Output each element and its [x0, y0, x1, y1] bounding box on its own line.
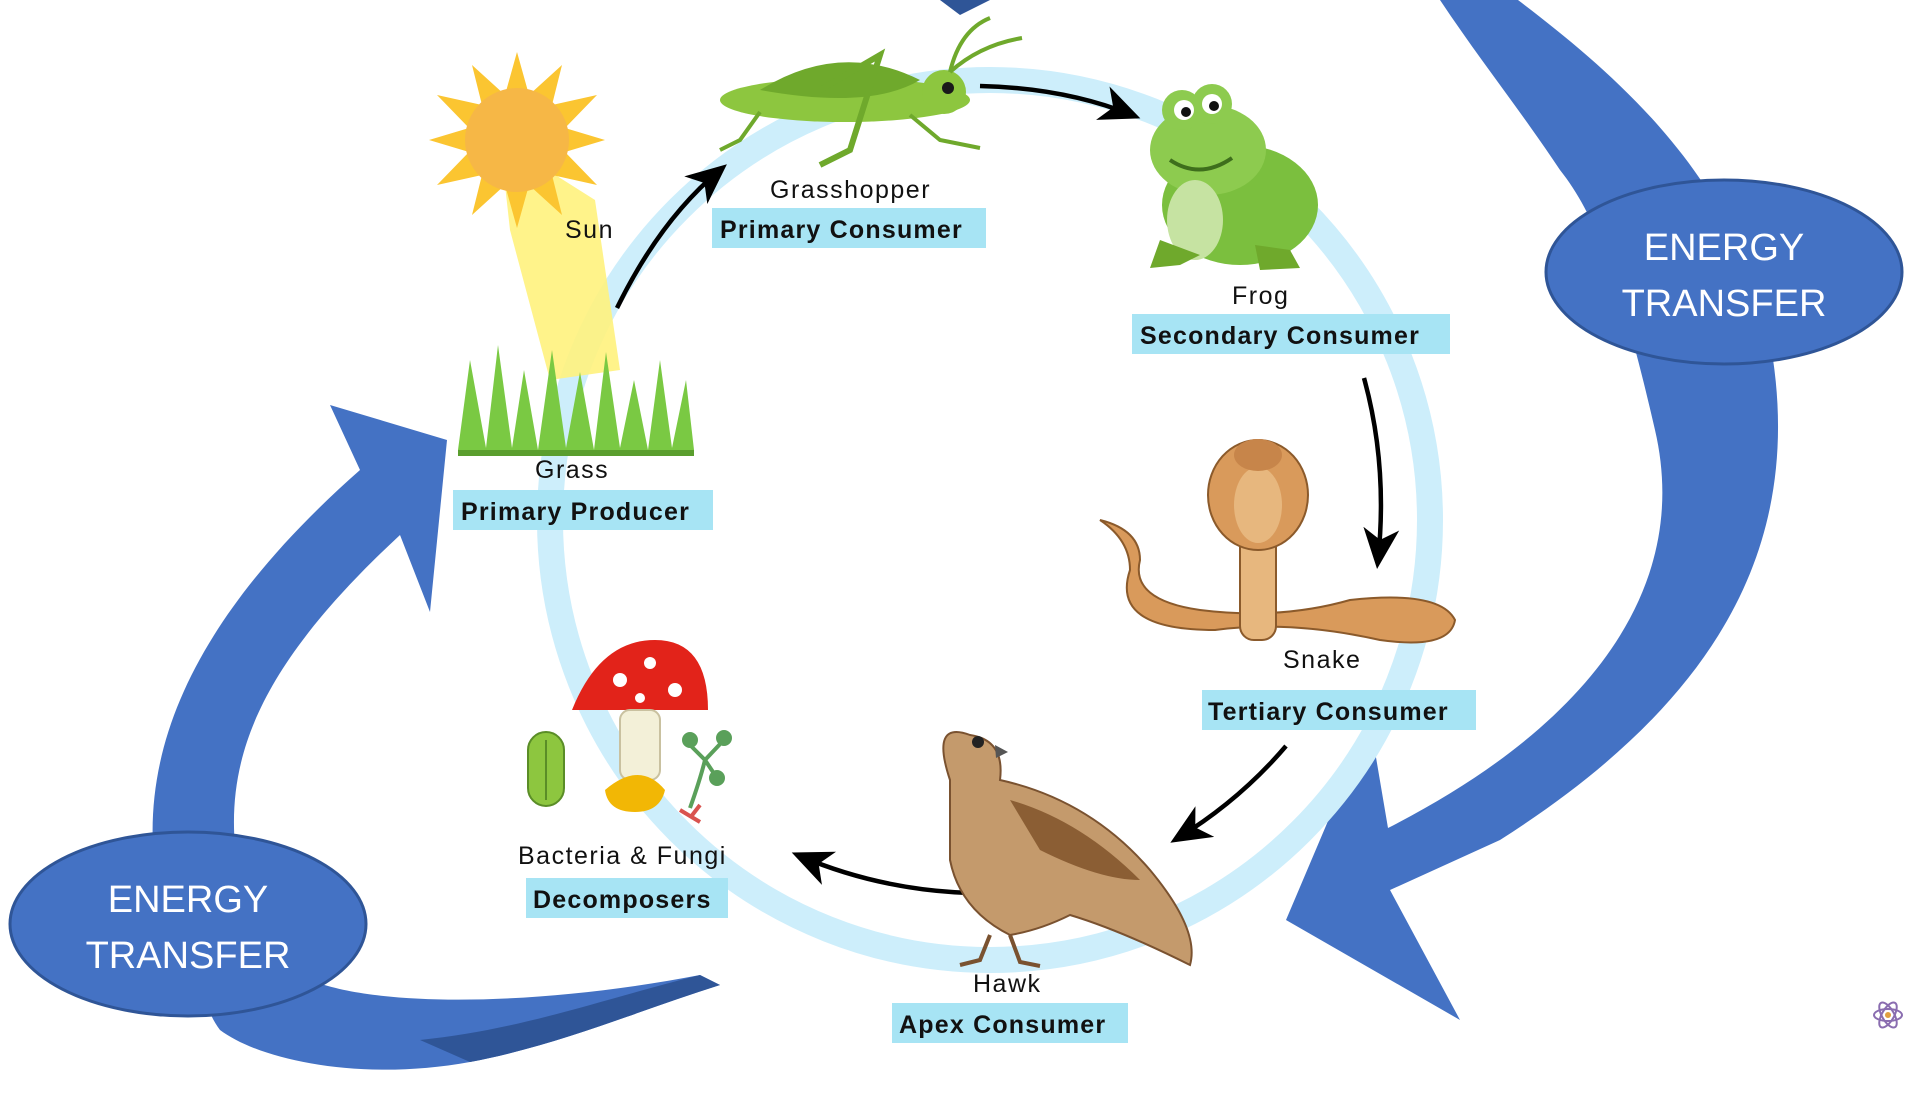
stage-frog-role: Secondary Consumer [1140, 322, 1420, 350]
flow-arrow-snake-hawk [1178, 746, 1286, 838]
energy-transfer-left-line2: TRANSFER [86, 935, 291, 977]
stage-decomposers-name: Bacteria & Fungi [518, 842, 727, 870]
stage-hawk-role: Apex Consumer [899, 1011, 1106, 1039]
frog-icon [1150, 84, 1318, 270]
bacterium-icon [528, 732, 564, 806]
atom-icon [1874, 1000, 1902, 1030]
energy-transfer-left-line1: ENERGY [108, 879, 268, 921]
stage-grass-name: Grass [535, 456, 609, 484]
stage-grass-role: Primary Producer [461, 498, 690, 526]
fungus-icon [680, 732, 730, 822]
hawk-icon [943, 732, 1191, 966]
energy-arrow-top [940, 0, 990, 15]
energy-transfer-oval-right: ENERGY TRANSFER [1546, 180, 1902, 364]
stage-frog-name: Frog [1232, 282, 1289, 310]
sun-label: Sun [565, 216, 614, 244]
energy-transfer-right-line2: TRANSFER [1622, 283, 1827, 325]
flow-arrow-hawk-decomposers [800, 856, 970, 893]
snake-icon [1100, 439, 1455, 643]
energy-transfer-oval-left: ENERGY TRANSFER [10, 832, 366, 1016]
stage-grasshopper-name: Grasshopper [770, 176, 931, 204]
stage-snake-name: Snake [1283, 646, 1361, 674]
energy-arrow-right [1286, 0, 1778, 1020]
stage-grasshopper-role: Primary Consumer [720, 216, 963, 244]
stage-snake-role: Tertiary Consumer [1208, 698, 1449, 726]
energy-transfer-right-line1: ENERGY [1644, 227, 1804, 269]
stage-hawk-name: Hawk [973, 970, 1042, 998]
flow-arrow-frog-snake [1364, 378, 1381, 560]
stage-decomposers-role: Decomposers [533, 886, 712, 914]
